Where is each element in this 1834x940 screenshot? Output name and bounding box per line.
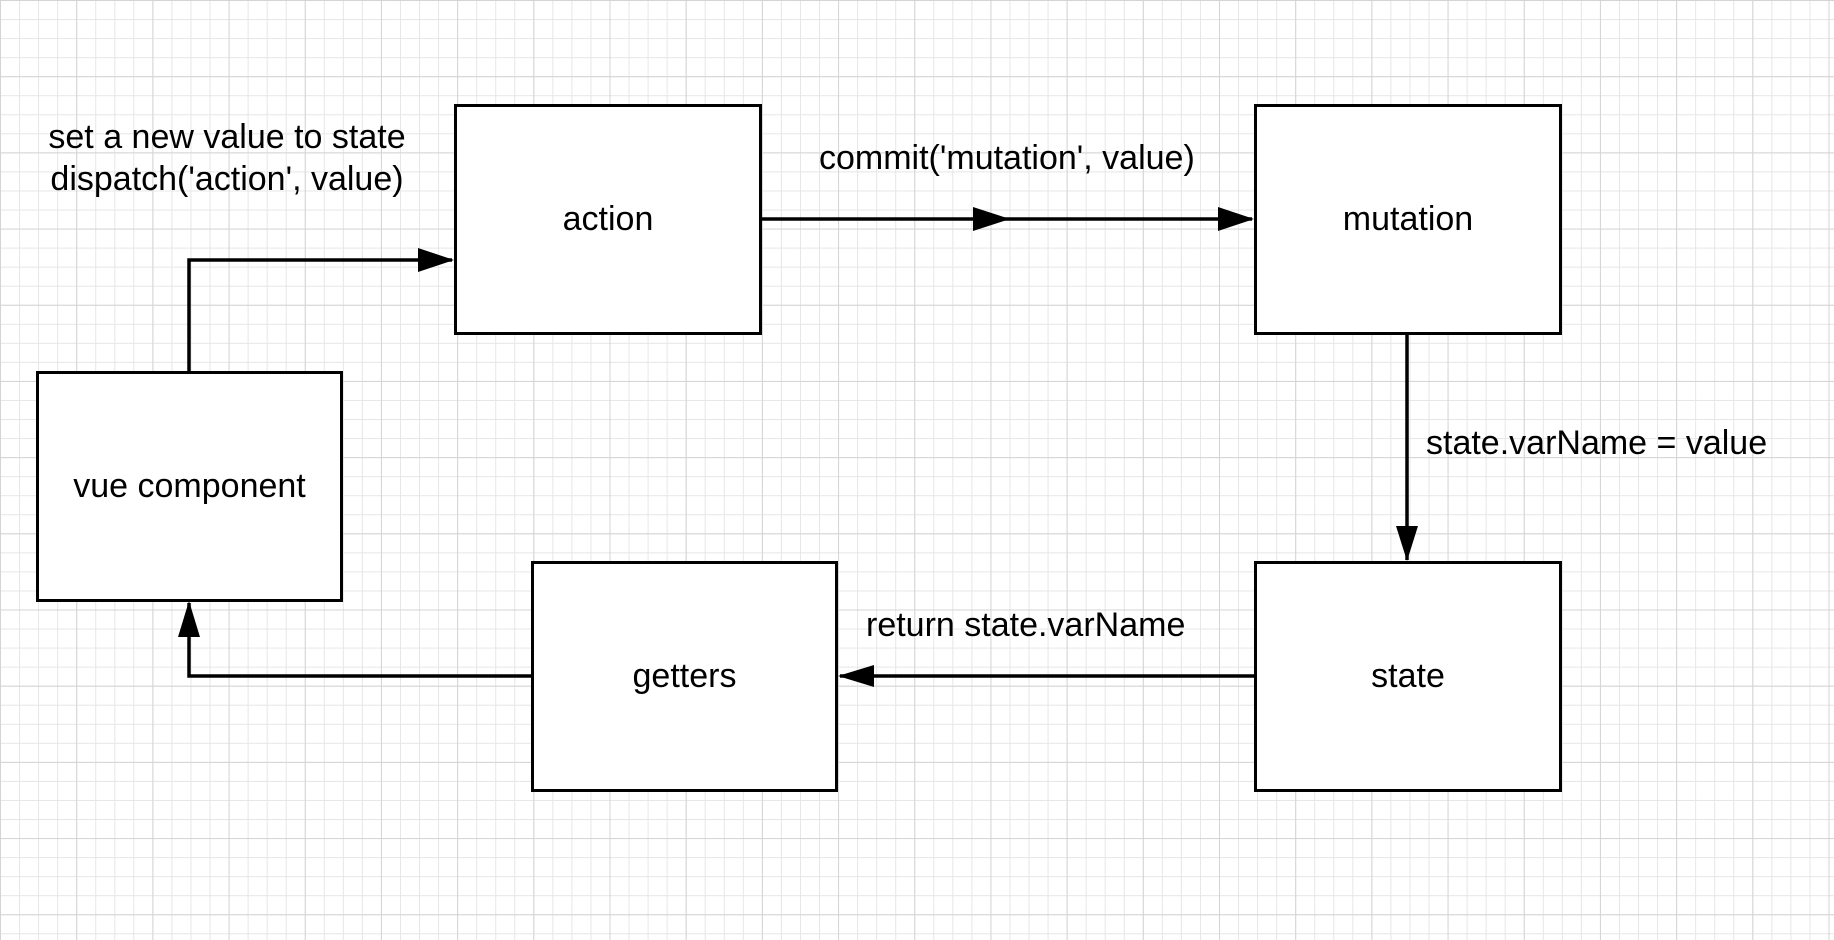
edge-label-dispatch: set a new value to state dispatch('actio…	[32, 116, 422, 200]
arrowhead-action-to-mutation	[1218, 207, 1254, 231]
arrowhead-action-mid	[973, 207, 1010, 231]
edge-label-dispatch-line2: dispatch('action', value)	[50, 160, 404, 198]
edge-label-dispatch-line1: set a new value to state	[48, 118, 406, 156]
node-getters[interactable]: getters	[531, 561, 838, 792]
node-vue-component[interactable]: vue component	[36, 371, 343, 602]
arrowhead-getters-to-vue	[178, 601, 200, 637]
edge-label-return: return state.varName	[866, 604, 1185, 646]
edge-label-assign: state.varName = value	[1426, 422, 1767, 464]
node-vue-component-label: vue component	[73, 467, 306, 505]
edge-vue-to-action	[187, 258, 452, 372]
arrowhead-state-to-getters	[838, 665, 874, 687]
edge-label-commit-text: commit('mutation', value)	[819, 139, 1195, 177]
node-action[interactable]: action	[454, 104, 762, 335]
arrowhead-mutation-to-state	[1396, 526, 1418, 561]
edge-label-assign-text: state.varName = value	[1426, 424, 1768, 462]
node-state[interactable]: state	[1254, 561, 1562, 792]
arrowhead-vue-to-action	[418, 248, 454, 272]
node-state-label: state	[1371, 657, 1445, 695]
node-mutation-label: mutation	[1342, 200, 1474, 238]
node-getters-label: getters	[632, 657, 737, 695]
edge-label-return-text: return state.varName	[866, 606, 1186, 644]
node-mutation[interactable]: mutation	[1254, 104, 1562, 335]
edge-label-commit: commit('mutation', value)	[819, 137, 1195, 179]
node-action-label: action	[562, 200, 654, 238]
edge-getters-to-vue	[187, 603, 532, 678]
